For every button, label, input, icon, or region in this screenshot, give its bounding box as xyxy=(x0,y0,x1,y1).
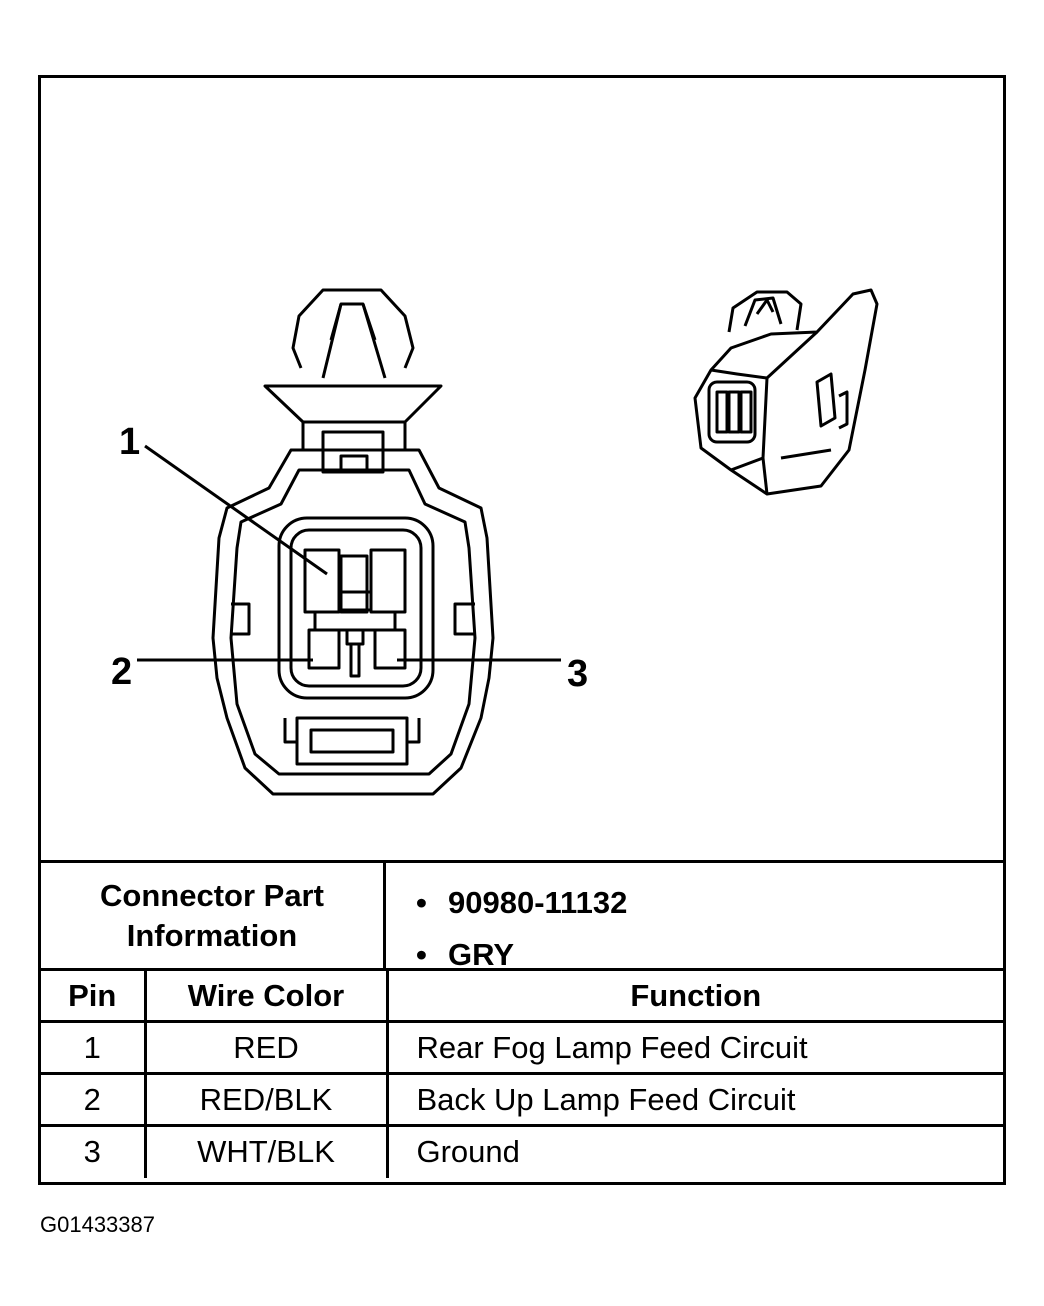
pin-number: 2 xyxy=(41,1072,147,1127)
pin-function: Back Up Lamp Feed Circuit xyxy=(385,1072,1003,1127)
pin-function: Rear Fog Lamp Feed Circuit xyxy=(385,1020,1003,1075)
wire-color: WHT/BLK xyxy=(143,1124,389,1178)
connector-info-label: Connector Part Information xyxy=(41,863,386,968)
callout-pin-3: 3 xyxy=(567,653,588,695)
pin-number: 3 xyxy=(41,1124,147,1178)
figure-id: G01433387 xyxy=(40,1212,155,1237)
wire-color: RED/BLK xyxy=(143,1072,389,1127)
table-row: 2 RED/BLK Back Up Lamp Feed Circuit xyxy=(41,1072,1003,1127)
pin-table-header: Pin Wire Color Function xyxy=(41,968,1003,1023)
connector-3d-view xyxy=(693,288,879,496)
header-pin: Pin xyxy=(41,968,147,1023)
pin-number: 1 xyxy=(41,1020,147,1075)
connector-part-number: 90980-11132 xyxy=(448,877,1003,929)
connector-part-information: Connector Part Information 90980-11132 G… xyxy=(41,860,1003,972)
callout-pin-2: 2 xyxy=(111,651,132,693)
connector-drawing: 1 2 3 xyxy=(111,288,879,796)
connector-face-view xyxy=(137,288,561,796)
table-row: 1 RED Rear Fog Lamp Feed Circuit xyxy=(41,1020,1003,1075)
connector-info-label-line2: Information xyxy=(126,917,298,953)
header-function: Function xyxy=(385,968,1003,1023)
callout-pin-1: 1 xyxy=(119,421,140,463)
diagram-frame: 1 2 3 Connector Part Information 90980-1… xyxy=(38,75,1006,1185)
table-row: 3 WHT/BLK Ground xyxy=(41,1124,1003,1178)
connector-info-label-line1: Connector Part xyxy=(100,877,324,913)
connector-info-values: 90980-11132 GRY xyxy=(386,863,1003,972)
connector-color: GRY xyxy=(448,929,1003,981)
pin-table: Pin Wire Color Function 1 RED Rear Fog L… xyxy=(41,968,1003,1178)
header-wire-color: Wire Color xyxy=(143,968,389,1023)
pin-function: Ground xyxy=(385,1124,1003,1178)
wire-color: RED xyxy=(143,1020,389,1075)
